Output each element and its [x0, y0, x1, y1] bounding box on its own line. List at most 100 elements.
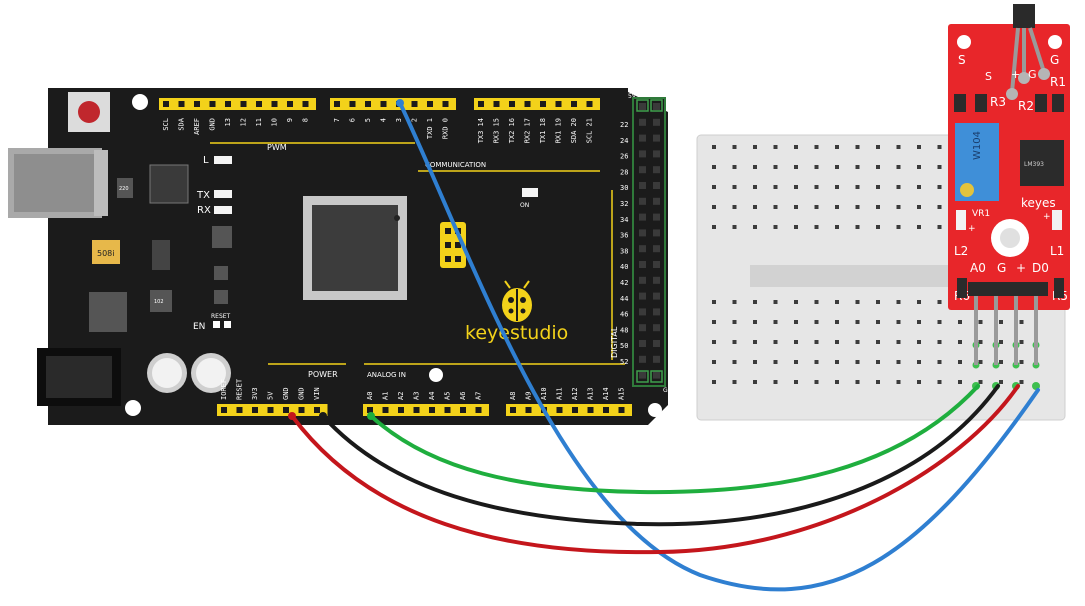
pin-label: 9 [286, 118, 294, 122]
pin-label: RX2 17 [524, 118, 532, 143]
breadboard-hole [814, 225, 819, 229]
wire-red-5v [290, 384, 1020, 555]
wires [288, 99, 1040, 592]
breadboard-hole [896, 205, 901, 209]
breadboard-hole [814, 360, 819, 364]
pin-label: A12 [571, 387, 579, 400]
pin-label: 5 [364, 118, 372, 122]
breadboard-hole [794, 225, 798, 229]
led-l1 [1052, 210, 1062, 230]
pin-label: 26 [620, 153, 628, 161]
reset-label: RESET [211, 313, 231, 320]
breadboard-hole [732, 340, 737, 344]
breadboard-hole [855, 380, 860, 384]
reset-button[interactable] [68, 92, 110, 132]
breadboard-hole [732, 300, 737, 304]
header-digital-22-53: 2224262830323436384042444648505231333537… [620, 97, 676, 387]
pin-label: 47 [668, 310, 676, 318]
breadboard-hole [978, 340, 983, 344]
breadboard-hole [794, 165, 798, 169]
breadboard-hole [835, 165, 839, 169]
pin-label: 31 [668, 184, 676, 192]
plus-label-left: + [968, 224, 976, 234]
pin-label: 3 [395, 118, 403, 122]
res220-label: 220 [119, 186, 129, 192]
breadboard-hole [958, 380, 962, 384]
breadboard-hole [855, 145, 860, 149]
breadboard-hole [917, 145, 921, 149]
pin-label: 50 [620, 342, 628, 350]
breadboard-hole [794, 145, 798, 149]
breadboard-hole [753, 340, 757, 344]
breadboard-hole [732, 225, 737, 229]
mount-hole [132, 94, 148, 110]
breadboard-hole [794, 340, 798, 344]
pin-label: 35 [668, 216, 676, 224]
pin-a0-label: A0 [970, 261, 986, 275]
breadboard-hole [917, 205, 921, 209]
breadboard-hole [835, 225, 839, 229]
breadboard-hole [876, 225, 880, 229]
hall-sensor-module: S G S + G R1 R3 R2 W104 LM393 keyes VR1 … [948, 4, 1070, 365]
breadboard-hole [753, 320, 757, 324]
breadboard-hole [855, 185, 860, 189]
breadboard-hole [896, 225, 901, 229]
pin-label: 13 [224, 118, 232, 126]
rx-label: RX [197, 205, 211, 216]
potentiometer[interactable]: W104 [955, 123, 999, 201]
breadboard-hole [958, 320, 962, 324]
breadboard-hole [835, 360, 839, 364]
breadboard-hole [999, 360, 1003, 364]
breadboard-hole [753, 145, 757, 149]
pin-label: RESET [236, 378, 244, 400]
led-rx [214, 206, 232, 214]
breadboard-hole [978, 360, 983, 364]
smd-part [117, 178, 133, 198]
breadboard-hole [937, 320, 942, 324]
breadboard-hole [773, 165, 778, 169]
pin-label: 34 [620, 216, 628, 224]
breadboard-hole [917, 380, 921, 384]
breadboard-hole [958, 340, 962, 344]
wire-green-a0 [369, 384, 980, 495]
pin-label: 44 [620, 295, 628, 303]
breadboard-hole [978, 320, 983, 324]
breadboard-hole [896, 340, 901, 344]
pin-label: 46 [620, 311, 628, 319]
breadboard-hole [1019, 360, 1024, 364]
sensor-pin-s-label: S [985, 70, 992, 83]
module-g-label: G [1050, 53, 1059, 67]
breadboard-hole [773, 360, 778, 364]
module-brand-label: keyes [1021, 196, 1056, 210]
pin-label: A6 [459, 392, 467, 400]
pin-label: 51 [668, 342, 676, 350]
breadboard-hole [855, 165, 860, 169]
pot-label: W104 [972, 131, 983, 160]
breadboard-hole [937, 145, 942, 149]
wire-black-gnd [321, 384, 1000, 527]
breadboard-hole [732, 145, 737, 149]
breadboard-hole [937, 165, 942, 169]
breadboard-hole [814, 300, 819, 304]
pin-label: 4 [380, 118, 388, 122]
breadboard-hole [732, 380, 737, 384]
breadboard-hole [773, 145, 778, 149]
breadboard-hole [794, 380, 798, 384]
breadboard-hole [794, 205, 798, 209]
breadboard-hole [937, 225, 942, 229]
digital-label: DIGITAL [610, 326, 619, 358]
breadboard-hole [814, 205, 819, 209]
pin-label: IOREF [220, 379, 228, 400]
ic-label: LM393 [1024, 161, 1044, 168]
pin-label: TXD 1 [426, 118, 434, 139]
breadboard-hole [855, 340, 860, 344]
pin-label: 10 [271, 118, 279, 126]
pin-plus-label: + [1016, 261, 1026, 275]
breadboard-hole [896, 320, 901, 324]
breadboard-hole [753, 300, 757, 304]
mount-hole [429, 368, 443, 382]
breadboard-hole [876, 185, 880, 189]
breadboard-hole [732, 185, 737, 189]
pin-label: 38 [620, 247, 628, 255]
pin-label: 11 [255, 118, 263, 126]
